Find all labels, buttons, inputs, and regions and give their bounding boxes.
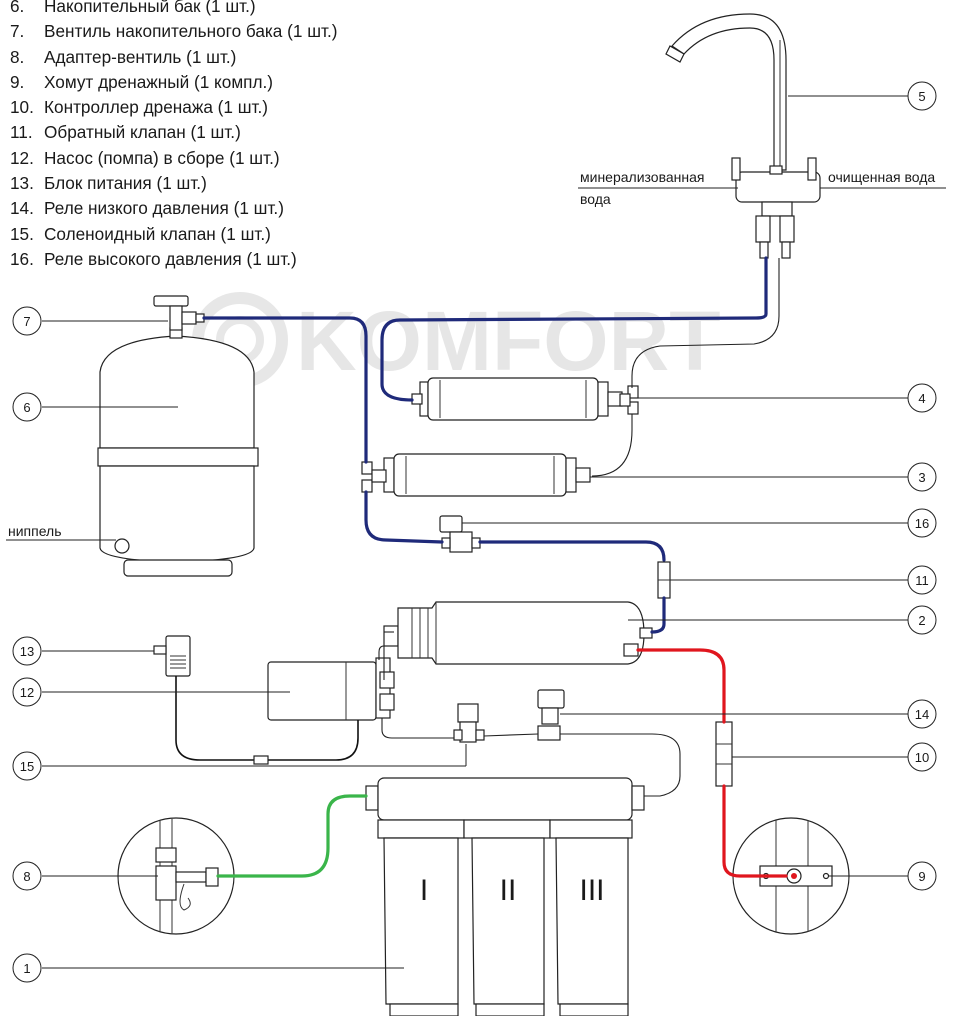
mineralized-water-label: минерализованная <box>580 169 704 185</box>
stage-label: II <box>500 874 517 907</box>
legend-item: 14.Реле низкого давления (1 шт.) <box>10 198 284 219</box>
callout-2: 2 <box>907 605 937 635</box>
callout-4: 4 <box>907 383 937 413</box>
mineralized-water-label-cont: вода <box>580 191 611 207</box>
storage-tank <box>97 327 259 577</box>
callout-6: 6 <box>12 392 42 422</box>
solenoid-valve <box>453 703 485 743</box>
callout-15: 15 <box>12 751 42 781</box>
high-pressure-relay <box>439 515 481 553</box>
svg-text:2: 2 <box>918 613 925 628</box>
callout-7: 7 <box>12 306 42 336</box>
svg-text:7: 7 <box>23 314 30 329</box>
callout-16: 16 <box>907 508 937 538</box>
svg-text:1: 1 <box>23 961 30 976</box>
svg-text:15: 15 <box>20 759 34 774</box>
callout-11: 11 <box>907 565 937 595</box>
legend-item: 13.Блок питания (1 шт.) <box>10 173 207 194</box>
tee-fittings <box>361 385 639 493</box>
callout-9: 9 <box>907 861 937 891</box>
legend-item: 6.Накопительный бак (1 шт.) <box>10 0 256 16</box>
svg-text:14: 14 <box>915 707 929 722</box>
svg-text:13: 13 <box>20 644 34 659</box>
booster-pump <box>267 657 395 721</box>
legend-item: 8.Адаптер-вентиль (1 шт.) <box>10 46 237 67</box>
parts-legend: 6.Накопительный бак (1 шт.) 7.Вентиль на… <box>10 0 337 272</box>
legend-item: 9.Хомут дренажный (1 компл.) <box>10 71 273 92</box>
membrane-housing <box>383 601 653 665</box>
stage-label: III <box>579 874 604 907</box>
prefilter-block: I II III <box>365 777 645 1016</box>
svg-text:3: 3 <box>918 470 925 485</box>
callout-5: 5 <box>907 81 937 111</box>
callout-13: 13 <box>12 636 42 666</box>
svg-text:11: 11 <box>915 573 929 588</box>
svg-text:4: 4 <box>918 391 925 406</box>
legend-item: 7.Вентиль накопительного бака (1 шт.) <box>10 21 338 42</box>
callout-10: 10 <box>907 742 937 772</box>
callout-3: 3 <box>907 462 937 492</box>
stage-label: I <box>420 874 428 907</box>
legend-item: 16.Реле высокого давления (1 шт.) <box>10 248 297 269</box>
check-valve <box>657 561 671 599</box>
legend-item: 11.Обратный клапан (1 шт.) <box>10 122 241 143</box>
faucet <box>665 13 821 259</box>
post-filter-4 <box>411 377 623 421</box>
svg-text:6: 6 <box>23 400 30 415</box>
svg-text:5: 5 <box>918 89 925 104</box>
callout-1: 1 <box>12 953 42 983</box>
callout-14: 14 <box>907 699 937 729</box>
low-pressure-relay <box>537 689 565 741</box>
purified-water-label: очищенная вода <box>828 169 935 185</box>
svg-text:12: 12 <box>20 685 34 700</box>
svg-text:10: 10 <box>915 750 929 765</box>
tank-valve <box>153 295 205 331</box>
callout-12: 12 <box>12 677 42 707</box>
watermark-text: KOMFORT <box>296 294 721 388</box>
nipple-label: ниппель <box>8 523 62 539</box>
watermark: KOMFORT <box>192 292 721 388</box>
power-supply <box>153 635 191 677</box>
post-filter-3 <box>383 453 591 497</box>
svg-text:9: 9 <box>918 869 925 884</box>
callout-8: 8 <box>12 861 42 891</box>
legend-item: 15.Соленоидный клапан (1 шт.) <box>10 223 271 244</box>
legend-item: 12.Насос (помпа) в сборе (1 шт.) <box>10 147 280 168</box>
svg-text:8: 8 <box>23 869 30 884</box>
drain-controller <box>715 721 733 787</box>
svg-text:16: 16 <box>915 516 929 531</box>
legend-item: 10.Контроллер дренажа (1 шт.) <box>10 97 268 118</box>
